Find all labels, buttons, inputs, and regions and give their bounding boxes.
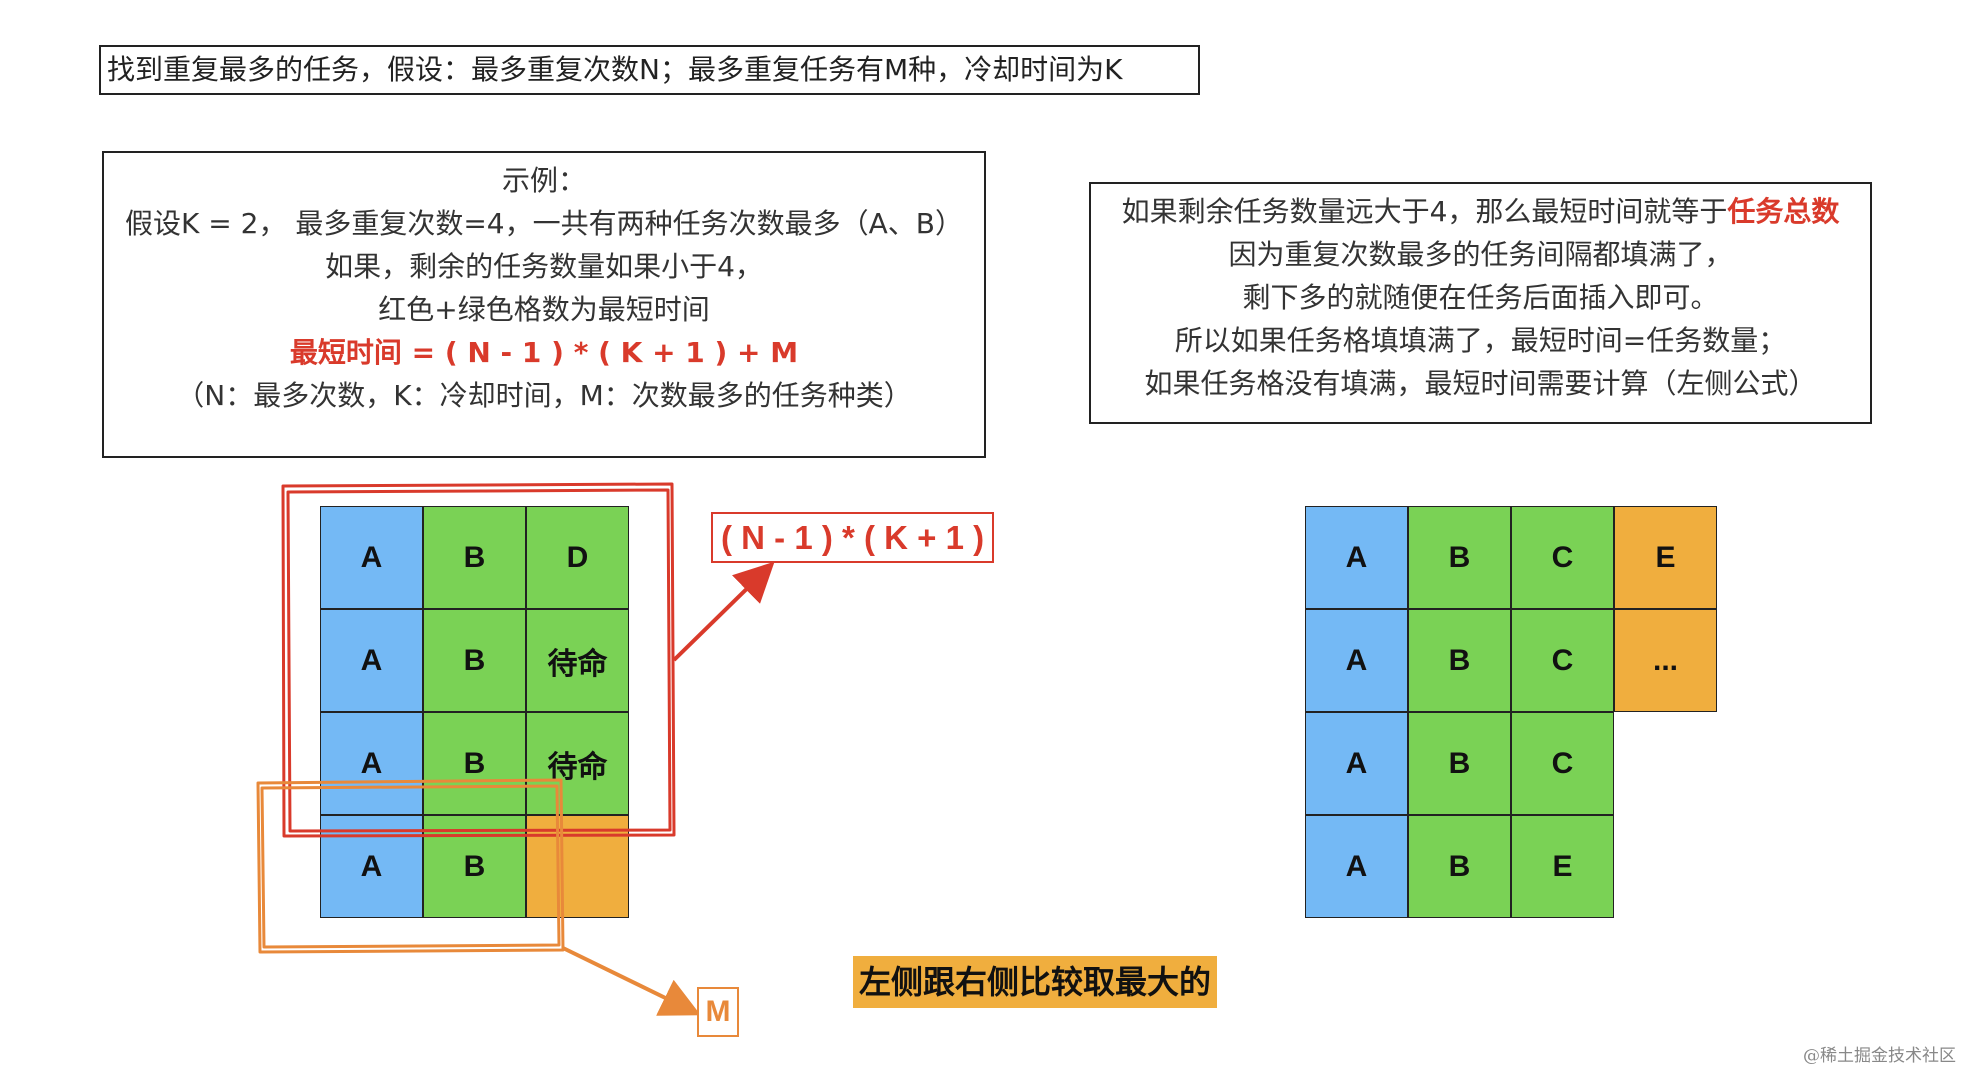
compare-label: 左侧跟右侧比较取最大的 [853, 956, 1218, 1008]
orange-arrow [562, 946, 701, 1016]
explanation-line-1: 如果剩余任务数量远大于4，那么最短时间就等于任务总数 [1091, 190, 1870, 233]
right-grid-cell: E [1511, 815, 1614, 918]
right-grid-cell: C [1511, 712, 1614, 815]
explanation-line-5: 如果任务格没有填满，最短时间需要计算（左侧公式） [1144, 367, 1817, 400]
formula-label: ( N - 1 ) * ( K + 1 ) [711, 512, 995, 563]
right-grid-cell: A [1305, 609, 1408, 712]
right-grid-cell: B [1408, 712, 1511, 815]
right-grid-cell: C [1511, 609, 1614, 712]
right-grid-cell: A [1305, 506, 1408, 609]
explanation-highlight: 任务总数 [1727, 195, 1840, 228]
left-grid-cell: 待命 [526, 609, 629, 712]
example-assumption: 假设K = 2， 最多重复次数=4，一共有两种任务次数最多（A、B） [125, 207, 963, 240]
right-grid-cell: B [1408, 609, 1511, 712]
left-grid-cell [526, 815, 629, 918]
left-grid-cell: D [526, 506, 629, 609]
red-arrow [672, 561, 775, 662]
left-grid-cell: B [423, 506, 526, 609]
left-grid-cell: A [320, 712, 423, 815]
right-grid-cell: A [1305, 815, 1408, 918]
right-grid-cell: B [1408, 815, 1511, 918]
explanation-box: 如果剩余任务数量远大于4，那么最短时间就等于任务总数 因为重复次数最多的任务间隔… [1089, 182, 1872, 424]
right-grid-cell: ... [1614, 609, 1717, 712]
right-grid-cell: B [1408, 506, 1511, 609]
watermark: @稀土掘金技术社区 [1803, 1046, 1956, 1066]
explanation-line-2: 因为重复次数最多的任务间隔都填满了， [1228, 238, 1733, 271]
m-label: M [697, 987, 739, 1037]
right-grid-cell: A [1305, 712, 1408, 815]
explanation-line-3: 剩下多的就随便在任务后面插入即可。 [1242, 281, 1719, 314]
left-grid-cell: B [423, 609, 526, 712]
right-grid-empty-slot [1614, 712, 1717, 815]
left-grid-cell: A [320, 506, 423, 609]
left-grid-cell: A [320, 815, 423, 918]
example-formula: 最短时间 = ( N - 1 ) * ( K + 1 ) + M [289, 336, 799, 369]
right-grid-cell: C [1511, 506, 1614, 609]
explanation-line-4: 所以如果任务格填填满了，最短时间=任务数量； [1174, 324, 1787, 357]
example-description: 红色+绿色格数为最短时间 [378, 293, 710, 326]
right-grid-cell: E [1614, 506, 1717, 609]
left-grid-cell: B [423, 712, 526, 815]
left-grid-cell: A [320, 609, 423, 712]
title-box: 找到重复最多的任务，假设：最多重复次数N；最多重复任务有M种，冷却时间为K [99, 45, 1200, 95]
example-heading: 示例： [501, 164, 586, 197]
example-note: （N：最多次数，K：冷却时间，M：次数最多的任务种类） [176, 379, 912, 412]
left-grid-cell: B [423, 815, 526, 918]
explanation-line-1-text: 如果剩余任务数量远大于4，那么最短时间就等于 [1121, 195, 1728, 228]
right-grid-empty-slot [1614, 815, 1717, 918]
example-condition: 如果，剩余的任务数量如果小于4， [325, 250, 763, 283]
left-grid-cell: 待命 [526, 712, 629, 815]
example-box: 示例： 假设K = 2， 最多重复次数=4，一共有两种任务次数最多（A、B） 如… [102, 151, 986, 458]
